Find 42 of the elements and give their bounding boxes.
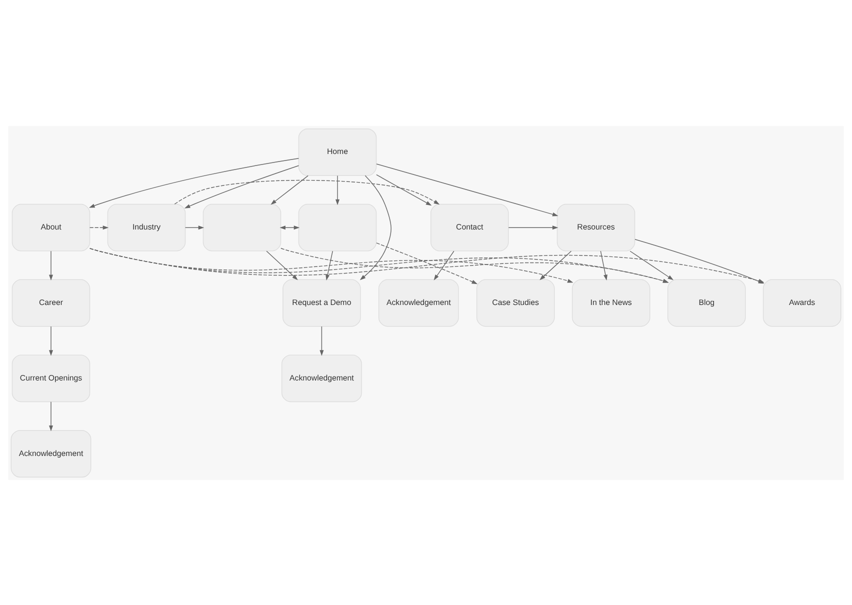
arrow — [326, 250, 333, 280]
node-box — [298, 203, 377, 251]
arrow — [90, 247, 574, 282]
arrow — [266, 250, 298, 280]
arrow — [320, 326, 324, 356]
arrow — [600, 250, 608, 280]
arrow — [174, 179, 440, 204]
arrow — [335, 174, 340, 205]
arrow — [270, 174, 308, 204]
node-box: Blog — [667, 278, 746, 326]
node-box: Case Studies — [476, 278, 555, 326]
arrow — [360, 174, 392, 280]
arrow — [434, 250, 454, 280]
arrow — [48, 326, 54, 356]
arrow — [508, 225, 558, 230]
arrow — [184, 225, 204, 230]
node-box: Industry — [107, 203, 186, 251]
node-box: Home — [298, 128, 377, 176]
node-box: Career — [12, 278, 90, 326]
node-box: Request a Demo — [282, 278, 361, 326]
arrow — [376, 242, 478, 284]
arrow — [540, 250, 572, 280]
node-box: Current Openings — [12, 354, 90, 402]
arrow — [630, 250, 674, 280]
arrow — [280, 225, 300, 230]
node-box: Contact — [430, 203, 509, 251]
node-box: About — [12, 203, 90, 251]
arrow — [376, 163, 558, 216]
arrow — [280, 247, 669, 282]
node-box: Acknowledgement — [282, 354, 362, 402]
node-box: Resources — [556, 203, 636, 251]
arrow — [48, 250, 54, 280]
arrow — [89, 158, 300, 208]
node-box — [202, 203, 282, 251]
arrow — [184, 164, 300, 208]
arrow — [48, 401, 54, 431]
node-box: In the News — [572, 278, 650, 326]
arrow — [89, 225, 109, 230]
node-box: Acknowledgement — [378, 278, 459, 326]
node-box: Awards — [762, 278, 842, 326]
arrow — [376, 174, 432, 206]
node-box: Acknowledgement — [10, 430, 92, 477]
